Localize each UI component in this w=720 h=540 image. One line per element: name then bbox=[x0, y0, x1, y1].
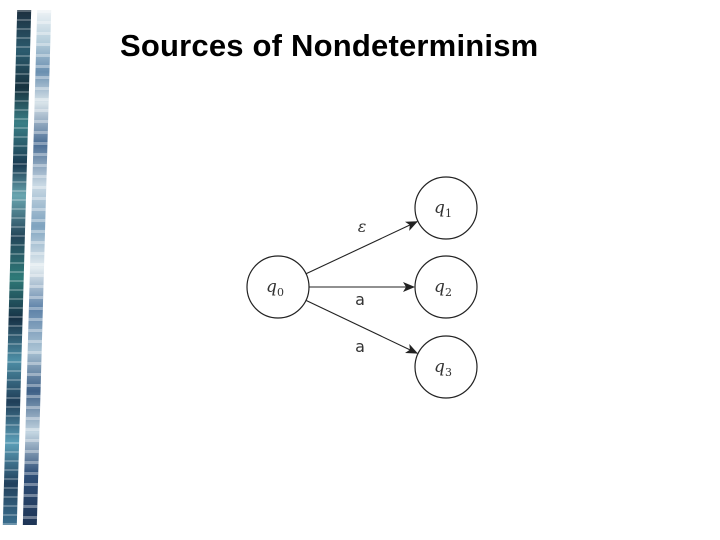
state-label-base-q2: q bbox=[434, 277, 445, 297]
transition-label-q0-q1: ε bbox=[358, 217, 367, 236]
state-q0: q0 bbox=[246, 255, 310, 319]
state-label-sub-q2: 2 bbox=[445, 286, 452, 299]
state-label-q2: q2 bbox=[434, 277, 452, 299]
state-label-base-q3: q bbox=[434, 357, 445, 377]
state-label-q0: q0 bbox=[266, 277, 284, 299]
state-circle-q3 bbox=[414, 335, 478, 399]
state-q3: q3 bbox=[414, 335, 478, 399]
state-label-sub-q0: 0 bbox=[277, 286, 284, 299]
state-label-base-q1: q bbox=[434, 198, 445, 218]
state-label-sub-q3: 3 bbox=[445, 366, 452, 379]
slide-title: Sources of Nondeterminism bbox=[120, 28, 539, 63]
state-label-base-q0: q bbox=[266, 277, 277, 297]
transition-label-q0-q2: a bbox=[355, 290, 365, 309]
transition-arrow-q0-q1 bbox=[305, 221, 418, 275]
state-q2: q2 bbox=[414, 255, 478, 319]
state-q1: q1 bbox=[414, 176, 478, 240]
transition-label-q0-q3: a bbox=[355, 337, 365, 356]
state-label-sub-q1: 1 bbox=[445, 207, 452, 220]
state-circle-q0 bbox=[246, 255, 310, 319]
state-circle-q1 bbox=[414, 176, 478, 240]
state-label-q3: q3 bbox=[434, 357, 452, 379]
transitions-layer: ε a a bbox=[305, 217, 419, 356]
transition-arrow-q0-q3 bbox=[305, 299, 419, 354]
state-circle-q2 bbox=[414, 255, 478, 319]
state-label-q1: q1 bbox=[434, 198, 452, 220]
